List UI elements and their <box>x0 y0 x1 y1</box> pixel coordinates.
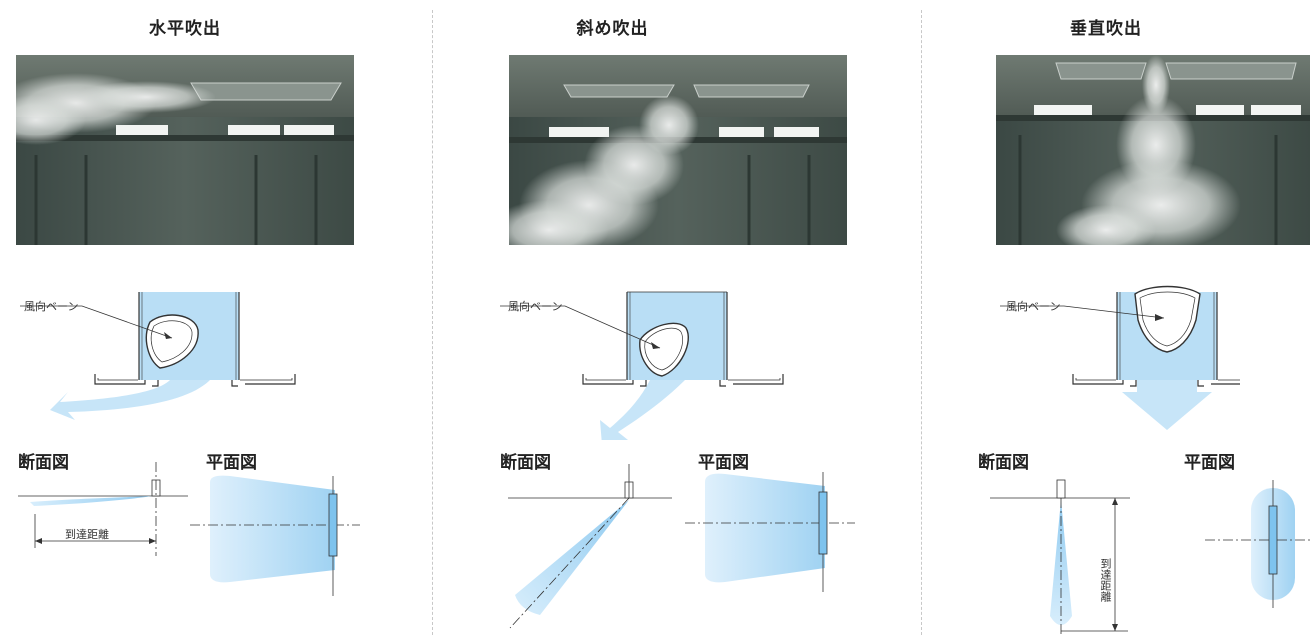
column-vertical-discharge: 垂直吹出 風向ベーン <box>930 0 1310 640</box>
vane-label: 風向ベーン <box>1006 300 1061 313</box>
section-view-vertical <box>990 479 1130 636</box>
plan-view-horizontal <box>190 475 360 596</box>
photo-horizontal-discharge <box>16 55 354 245</box>
plan-view-label: 平面図 <box>1184 453 1235 473</box>
column-title: 斜め吹出 <box>576 19 649 39</box>
section-view-label: 断面図 <box>978 453 1029 473</box>
plan-view-diagonal <box>685 472 855 592</box>
column-divider-1 <box>432 10 433 635</box>
column-horizontal-discharge: 水平吹出 風向ベーン <box>0 0 430 640</box>
plan-view-label: 平面図 <box>206 453 257 473</box>
column-title: 水平吹出 <box>149 19 221 39</box>
photo-diagonal-discharge <box>509 55 847 245</box>
column-diagonal-discharge: 斜め吹出 風向ベーン <box>440 0 920 640</box>
plan-view-label: 平面図 <box>698 453 749 473</box>
section-view-horizontal <box>18 462 188 556</box>
vane-diagram-vertical <box>1000 285 1240 430</box>
vane-label: 風向ベーン <box>508 300 563 313</box>
vane-diagram-diagonal <box>500 291 784 440</box>
column-title: 垂直吹出 <box>1070 19 1142 39</box>
column-divider-2 <box>921 10 922 635</box>
reach-distance-label: 到達距離 <box>1099 558 1112 602</box>
section-view-diagonal <box>508 464 672 629</box>
vane-diagram-horizontal <box>20 292 296 420</box>
reach-distance-label: 到達距離 <box>65 528 109 541</box>
section-view-label: 断面図 <box>500 453 551 473</box>
vane-label: 風向ベーン <box>24 300 79 313</box>
plan-view-vertical <box>1205 480 1310 608</box>
section-view-label: 断面図 <box>18 453 69 473</box>
photo-vertical-discharge <box>996 55 1310 245</box>
